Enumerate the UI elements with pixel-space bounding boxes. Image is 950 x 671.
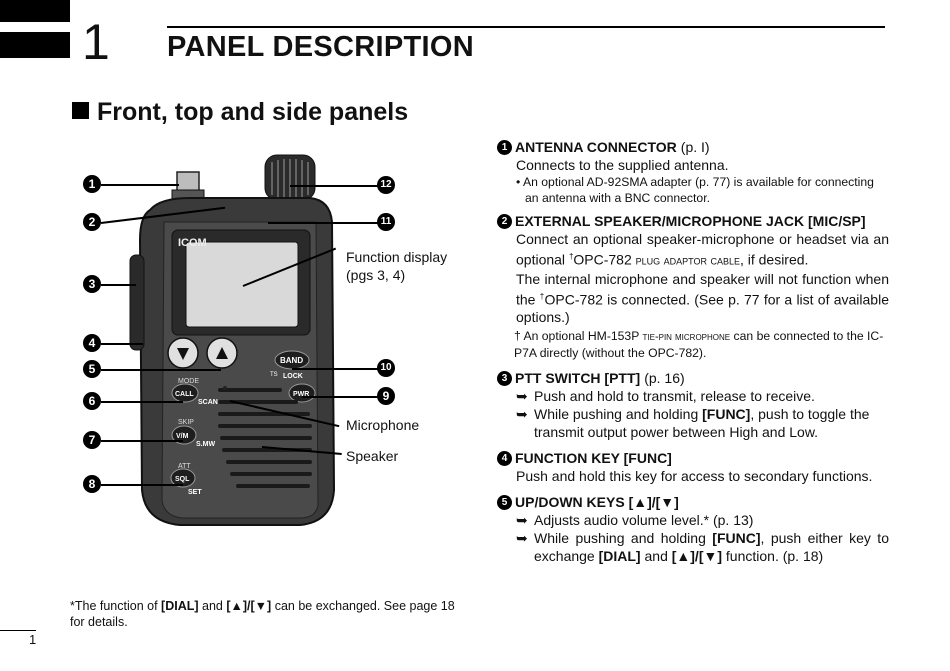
item-number: 4 <box>497 450 512 466</box>
microphone-label: Microphone <box>346 417 420 433</box>
callout-5: 5 <box>83 360 101 378</box>
att-key-label: ATT <box>178 463 191 470</box>
call-key-shape <box>171 383 199 403</box>
smw-key-label: S.MW <box>196 441 215 448</box>
vm-key-label: V/M <box>176 433 189 440</box>
section-title-text: Front, top and side panels <box>97 98 409 126</box>
callout-12: 12 <box>377 176 395 194</box>
leader-line-9 <box>302 396 379 398</box>
item-number: 5 <box>497 494 512 510</box>
mode-key-label: MODE <box>178 378 199 385</box>
leader-line-4 <box>101 343 143 345</box>
leader-line-1 <box>101 184 179 186</box>
item-step: ➥While pushing and holding [FUNC], push … <box>516 530 889 565</box>
chapter-tab-top <box>0 0 70 22</box>
skip-key-label: SKIP <box>178 419 194 426</box>
item-title: FUNCTION KEY [FUNC] <box>515 450 672 467</box>
item-body: Connect an optional speaker-microphone o… <box>516 231 889 268</box>
function-display-label-line2: (pgs 3, 4) <box>346 267 406 283</box>
leader-line-12 <box>290 185 379 187</box>
function-display-label-line1: Function display <box>346 249 448 265</box>
lock-key-label: LOCK <box>283 373 303 380</box>
footnote: *The function of [DIAL] and [▲]/[▼] can … <box>70 599 455 629</box>
item-number: 1 <box>497 139 512 155</box>
ptt-switch-shape <box>129 254 145 351</box>
page-rule <box>0 630 36 631</box>
arrow-icon: ➥ <box>516 512 528 529</box>
call-key-label: CALL <box>175 391 194 398</box>
chapter-number: 1 <box>82 14 110 70</box>
leader-line-6 <box>101 401 183 403</box>
item-note: • An optional AD-92SMA adapter (p. 77) i… <box>516 175 874 205</box>
section-title: Front, top and side panels <box>72 98 408 127</box>
item-number: 2 <box>497 213 512 229</box>
brand-logo: ICOM <box>178 237 207 249</box>
callout-9: 9 <box>377 387 395 405</box>
item-body-2: The internal microphone and speaker will… <box>516 270 889 326</box>
vm-key-shape <box>171 425 197 445</box>
scan-key-label: SCAN <box>198 399 218 406</box>
item-page-ref: (p. 16) <box>644 370 685 387</box>
chapter-tab-bottom <box>0 32 70 58</box>
callout-7: 7 <box>83 431 101 449</box>
leader-line-10 <box>292 368 379 370</box>
callout-8: 8 <box>83 475 101 493</box>
chapter-title: PANEL DESCRIPTION <box>167 31 474 63</box>
leader-line-5 <box>101 369 221 371</box>
arrow-icon: ➥ <box>516 530 528 547</box>
function-display-label: Function display (pgs 3, 4) <box>346 248 447 284</box>
callout-10: 10 <box>377 359 395 377</box>
item-title: UP/DOWN KEYS [▲]/[▼] <box>515 494 679 511</box>
sql-key-shape <box>170 468 196 488</box>
up-arrow-icon <box>216 347 228 359</box>
set-key-label: SET <box>188 489 202 496</box>
speaker-label: Speaker <box>346 448 399 464</box>
arrow-icon: ➥ <box>516 388 528 405</box>
item-body: Push and hold this key for access to sec… <box>516 468 873 485</box>
item-body: Connects to the supplied antenna. <box>516 157 729 173</box>
header-rule <box>167 26 885 28</box>
radio-illustration: ICOM BAND TS LOCK PWR MODE CALL SCAN SKI… <box>129 154 336 526</box>
speaker-grille <box>218 388 312 488</box>
leader-line-3 <box>101 284 136 286</box>
item-step: ➥While pushing and holding [FUNC], push … <box>516 406 870 441</box>
pwr-key-label: PWR <box>293 391 309 398</box>
callout-4: 4 <box>83 334 101 352</box>
leader-line-8 <box>101 484 183 486</box>
microphone-hole <box>223 386 227 390</box>
function-display-screen <box>185 241 299 328</box>
item-step: ➥Push and hold to transmit, release to r… <box>516 388 815 405</box>
item-title: PTT SWITCH [PTT] <box>515 370 641 387</box>
page-number: 1 <box>29 632 37 647</box>
callout-11: 11 <box>377 213 395 231</box>
item-title: EXTERNAL SPEAKER/MICROPHONE JACK [MIC/SP… <box>515 213 866 229</box>
down-arrow-icon <box>177 348 189 360</box>
leader-line-11 <box>268 222 379 224</box>
sql-key-label: SQL <box>175 476 190 483</box>
square-bullet-icon <box>72 102 89 119</box>
item-number: 3 <box>497 370 512 386</box>
item-note: † An optional HM-153P tie-pin microphone… <box>514 329 884 361</box>
item-page-ref: (p. I) <box>680 139 710 155</box>
ts-key-label: TS <box>270 372 278 378</box>
arrow-icon: ➥ <box>516 406 528 423</box>
leader-line-7 <box>101 440 183 442</box>
callout-1: 1 <box>83 175 101 193</box>
callout-3: 3 <box>83 275 101 293</box>
item-step: ➥Adjusts audio volume level.* (p. 13) <box>516 512 754 529</box>
band-key-label: BAND <box>280 356 303 365</box>
callout-6: 6 <box>83 392 101 410</box>
callout-2: 2 <box>83 213 101 231</box>
item-title: ANTENNA CONNECTOR <box>515 139 677 155</box>
